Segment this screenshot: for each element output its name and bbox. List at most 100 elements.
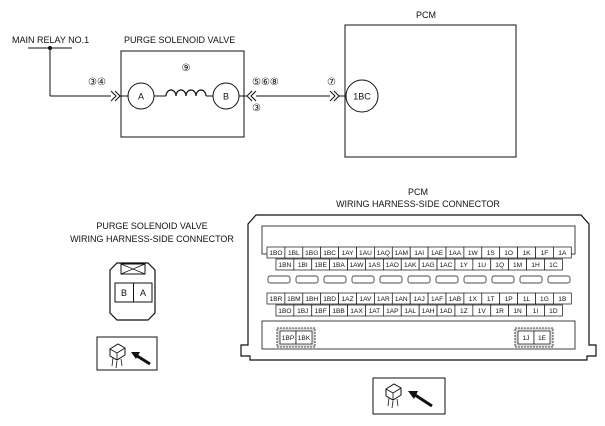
ref-pcm: ⑦ xyxy=(327,77,336,88)
pcm-pin-top2-2: 1BE xyxy=(314,262,327,269)
pcm-pin-bot2-12: 1R xyxy=(495,308,504,315)
pcm-key-slot xyxy=(295,275,319,284)
pcm-pin-bot2-1: 1BJ xyxy=(297,308,308,315)
pcm-pin-top1-14: 1K xyxy=(523,250,532,257)
pcm-pin-top2-15: 1C xyxy=(549,262,558,269)
pcm-key-slot xyxy=(463,275,487,284)
pcm-pin-top1-16: 1A xyxy=(558,250,567,257)
terminal-b-label: B xyxy=(223,92,229,102)
pcm-pin-top1-2: 1BG xyxy=(305,250,318,257)
pcm-connector-title-2: WIRING HARNESS-SIDE CONNECTOR xyxy=(336,199,500,209)
pcm-pin-top1-7: 1AM xyxy=(394,250,408,257)
pcm-key-slot xyxy=(491,275,515,284)
pcm-key-slot xyxy=(351,275,375,284)
pcm-pin-bot2-0: 1BO xyxy=(278,308,291,315)
pcm-pin-top2-4: 1AW xyxy=(349,262,364,269)
pcm-connector-view: PCM WIRING HARNESS-SIDE CONNECTOR 1BO 1BL… xyxy=(240,187,597,415)
solenoid-coil xyxy=(165,89,207,97)
pcm-corner-left-pin-1: 1BK xyxy=(298,335,311,342)
pcm-pin-top2-7: 1AK xyxy=(404,262,417,269)
pcm-corner-left-cell-1 xyxy=(295,330,313,345)
pcm-pin-top1-8: 1AI xyxy=(414,250,424,257)
pcm-pin-top1-10: 1AA xyxy=(449,250,462,257)
terminal-a-label: A xyxy=(138,92,144,102)
pcm-pin-top2-12: 1Q xyxy=(495,262,504,269)
pcm-pin-top2-8: 1AG xyxy=(421,262,434,269)
pcm-pin-top1-0: 1BO xyxy=(269,250,282,257)
pcm-label: PCM xyxy=(416,10,436,20)
pcm-pin-bot2-6: 1AP xyxy=(386,308,399,315)
pcm-pin-bot2-10: 1Z xyxy=(460,308,468,315)
pcm-pin-bot2-4: 1AX xyxy=(350,308,363,315)
pcm-corner-right-pin-1: 1E xyxy=(538,335,547,342)
pcm-pin-bot1-12: 1T xyxy=(487,296,495,303)
purge-connector-view: PURGE SOLENOID VALVE WIRING HARNESS-SIDE… xyxy=(70,221,234,371)
pcm-connector-title-1: PCM xyxy=(408,187,428,197)
pcm-pin-bot1-10: 1AB xyxy=(449,296,462,303)
pcm-key-slot xyxy=(407,275,431,284)
pcm-pin-top1-1: 1BL xyxy=(288,250,300,257)
pcm-key-slot xyxy=(323,275,347,284)
pcm-pin-bot2-11: 1V xyxy=(478,308,487,315)
pcm-pin-bot2-13: 1N xyxy=(513,308,522,315)
pcm-pin-top1-15: 1F xyxy=(541,250,549,257)
pcm-pin-top2-10: 1Y xyxy=(460,262,469,269)
pcm-pin-bot1-5: 1AV xyxy=(359,296,372,303)
pcm-pin-bot2-15-cell xyxy=(544,304,563,317)
purge-valve-box xyxy=(120,50,245,138)
pcm-pin-bot2-8: 1AH xyxy=(422,308,435,315)
pcm-pin-bot1-4: 1AZ xyxy=(342,296,354,303)
ref-right-below: ③ xyxy=(252,103,261,114)
pcm-pin-bot1-8: 1AJ xyxy=(413,296,424,303)
pcm-pin-top1-5: 1AU xyxy=(359,250,372,257)
pcm-key-slot xyxy=(379,275,403,284)
purge-valve-label: PURGE SOLENOID VALVE xyxy=(124,35,235,45)
pcm-pin-top2-1: 1BI xyxy=(298,262,308,269)
pcm-pin-top2-3: 1BA xyxy=(332,262,345,269)
pcm-key-slot xyxy=(435,275,459,284)
purge-pin-a: A xyxy=(140,288,146,298)
pcm-pin-top2-14: 1H xyxy=(531,262,540,269)
purge-connector-title-2: WIRING HARNESS-SIDE CONNECTOR xyxy=(70,234,234,244)
schematic: MAIN RELAY NO.1 ③④ PURGE SOLENOID VALVE … xyxy=(12,10,517,158)
pcm-corner-left-pin-0: 1BP xyxy=(282,335,295,342)
pcm-pin-bot2-2: 1BF xyxy=(315,308,327,315)
pcm-key-slot xyxy=(547,275,571,284)
ref-left: ③④ xyxy=(88,77,106,88)
pcm-pin-top2-13: 1M xyxy=(513,262,522,269)
pcm-pin-top2-6: 1AO xyxy=(386,262,399,269)
pcm-pin-top2-11: 1U xyxy=(478,262,487,269)
pcm-pin-bot1-3: 1BD xyxy=(323,296,336,303)
main-relay-label: MAIN RELAY NO.1 xyxy=(12,35,89,45)
pcm-pin-top1-13: 1O xyxy=(504,250,513,257)
pcm-pin-bot2-3: 1BB xyxy=(332,308,345,315)
pcm-pin-bot1-1: 1BM xyxy=(287,296,301,303)
pcm-pin-top1-11: 1W xyxy=(468,250,479,257)
pcm-pin-bot2-15: 1D xyxy=(549,308,558,315)
pcm-pin-top1-6: 1AQ xyxy=(377,250,390,257)
pcm-pin-top1-12: 1S xyxy=(487,250,496,257)
pcm-pin-bot1-0: 1BR xyxy=(270,296,283,303)
pcm-pin-bot1-9: 1AF xyxy=(431,296,443,303)
pcm-key-slot xyxy=(519,275,543,284)
purge-view-direction-box xyxy=(96,336,158,371)
pcm-pin-bot2-7: 1AL xyxy=(404,308,416,315)
connector-symbol-pcm xyxy=(329,90,340,102)
pcm-terminal-label: 1BC xyxy=(353,92,371,102)
pcm-box xyxy=(344,24,517,158)
pcm-pin-top2-0: 1BN xyxy=(278,262,291,269)
latch-cross xyxy=(120,263,146,275)
pcm-key-slots xyxy=(267,275,571,284)
ref-right: ⑤⑥⑧ xyxy=(252,77,279,88)
pcm-pin-top2-9: 1AC xyxy=(440,262,453,269)
pcm-corner-right-cell-1 xyxy=(533,330,551,345)
pcm-pin-bot2-14: 1I xyxy=(533,308,539,315)
pcm-pin-top1-16-cell xyxy=(553,246,572,259)
pcm-pin-top2-5: 1AS xyxy=(368,262,381,269)
connector-symbol-right xyxy=(246,90,257,102)
pcm-pin-bot1-15: 1G xyxy=(540,296,549,303)
pcm-pin-top1-9: 1AE xyxy=(431,250,444,257)
pcm-key-slot xyxy=(267,275,291,284)
